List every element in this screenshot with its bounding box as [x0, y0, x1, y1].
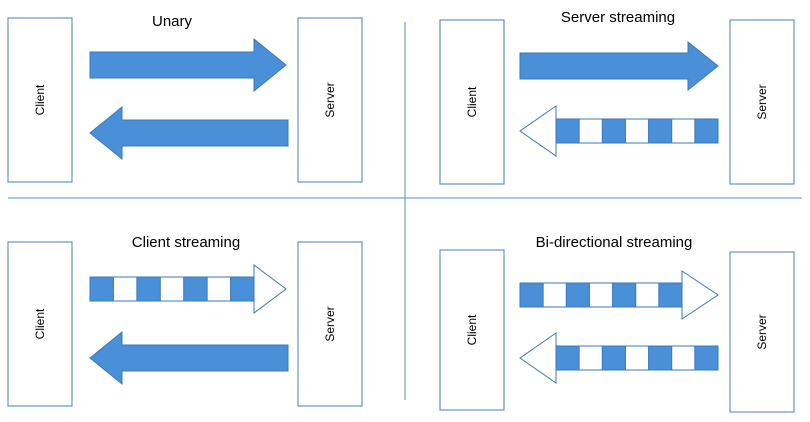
arrow-shaft [89, 276, 255, 302]
server-box [297, 17, 363, 183]
quadrant-title: Unary [152, 13, 193, 30]
arrow-shaft [555, 345, 719, 371]
client-label: Client [33, 84, 47, 115]
response-arrow [89, 105, 289, 161]
arrow-segment [601, 345, 626, 371]
quadrant-title: Bi-directional streaming [536, 234, 693, 251]
arrow-body [89, 330, 289, 386]
arrow-segment [555, 345, 580, 371]
request-arrow [519, 40, 719, 92]
quadrant-unary: Unary Client Server [7, 13, 363, 183]
server-box [297, 241, 363, 407]
quadrant-client-streaming: Client streaming Client Server [7, 234, 363, 407]
request-arrow [89, 37, 287, 93]
arrow-body [89, 37, 287, 93]
server-label: Server [323, 82, 337, 117]
arrow-shaft [555, 118, 719, 144]
arrow-shaft [519, 282, 683, 308]
client-box [7, 17, 73, 183]
arrow-body [519, 40, 719, 92]
arrow-head [681, 270, 719, 320]
arrow-segment [694, 345, 719, 371]
arrow-segment [136, 276, 161, 302]
arrow-segment [694, 118, 719, 144]
client-label: Client [33, 308, 47, 339]
client-label: Client [465, 314, 479, 345]
arrow-head [519, 105, 557, 157]
arrow-segment [648, 118, 673, 144]
server-label: Server [755, 84, 769, 119]
arrow-segment [612, 282, 637, 308]
arrow-segment [230, 276, 255, 302]
arrow-segment [601, 118, 626, 144]
server-box [729, 19, 795, 185]
arrow-head [519, 332, 557, 384]
arrow-segment [648, 345, 673, 371]
client-box [439, 19, 505, 185]
arrow-body [89, 105, 289, 161]
response-arrow [519, 332, 719, 384]
arrow-segment [658, 282, 683, 308]
client-box [439, 249, 505, 411]
server-label: Server [323, 306, 337, 341]
response-arrow [89, 330, 289, 386]
quadrant-bidirectional-streaming: Bi-directional streaming Client Server [439, 234, 795, 413]
client-label: Client [465, 86, 479, 117]
arrow-head [253, 264, 287, 314]
arrow-segment [183, 276, 208, 302]
quadrant-title: Server streaming [561, 9, 675, 26]
arrow-segment [565, 282, 590, 308]
response-arrow [519, 105, 719, 157]
arrow-segment [555, 118, 580, 144]
request-arrow [519, 270, 719, 320]
server-box [729, 251, 795, 413]
request-arrow [89, 264, 287, 314]
server-label: Server [755, 314, 769, 349]
arrow-segment [89, 276, 114, 302]
client-box [7, 241, 73, 407]
quadrant-title: Client streaming [132, 234, 240, 251]
quadrant-server-streaming: Server streaming Client Server [439, 9, 795, 185]
arrow-segment [519, 282, 544, 308]
